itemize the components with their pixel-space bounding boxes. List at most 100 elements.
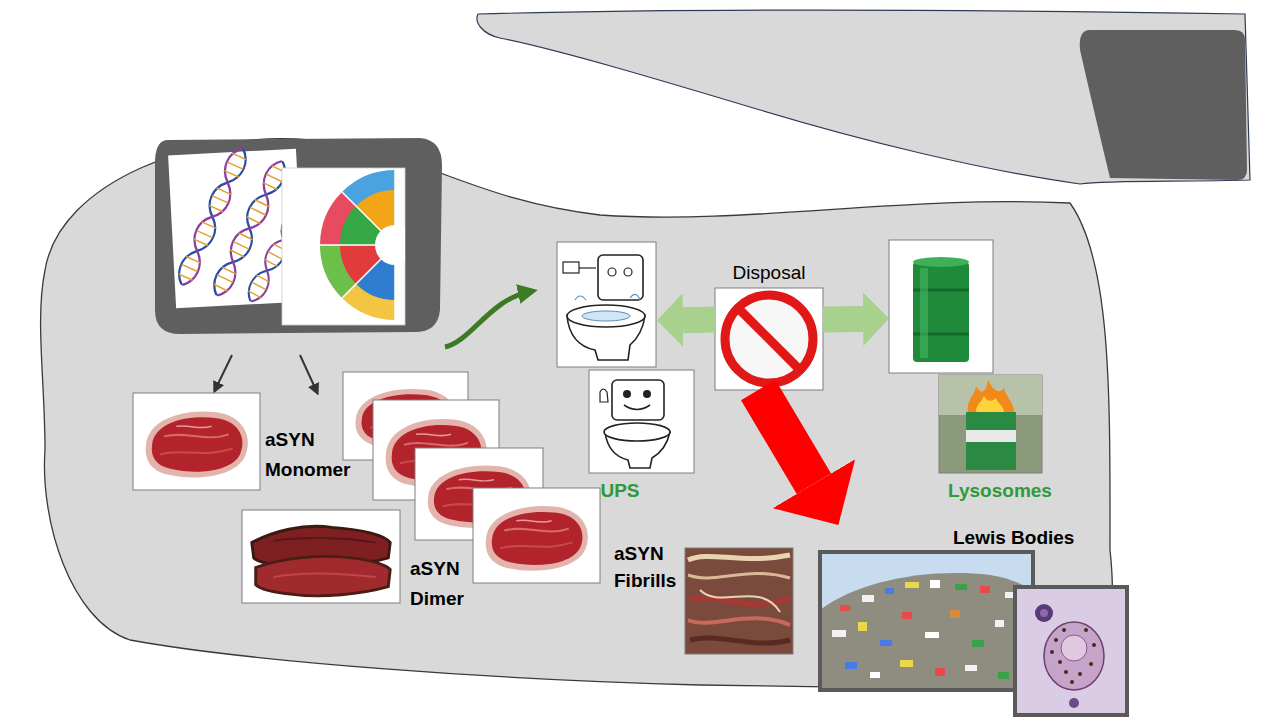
fibril-strand — [688, 618, 790, 625]
fibril-strand — [688, 573, 790, 578]
pigment-dot — [1054, 638, 1058, 642]
garbage-bit — [965, 665, 977, 671]
photo-frame — [939, 375, 1042, 473]
node-label: UPS — [590, 480, 650, 502]
garbage-bit — [925, 632, 939, 638]
node-label: Disposal — [715, 262, 823, 284]
image-label-box: aSYN Monomer — [133, 393, 368, 490]
garbage-bit — [935, 668, 945, 676]
toilet-picture — [589, 370, 694, 473]
photo-frame — [133, 393, 260, 490]
photo-frame — [473, 488, 600, 583]
axon — [477, 10, 1250, 184]
toilet-seat — [567, 305, 645, 327]
barrel-body — [966, 412, 1016, 470]
barrel-top — [913, 257, 969, 267]
image-label-box: Disposal — [715, 262, 823, 390]
image-label-box: Lysosomes — [889, 240, 1042, 502]
axon-terminal — [1080, 30, 1247, 180]
cell-body — [41, 139, 1113, 690]
garbage-bit — [930, 580, 940, 588]
photo-frame — [715, 288, 823, 390]
pigment-dot — [1058, 660, 1062, 664]
dna-picture — [168, 145, 415, 325]
toilet-water — [582, 311, 630, 321]
pigment-dots — [1050, 628, 1096, 684]
garbage-bit — [870, 672, 880, 678]
flow-arrow — [758, 390, 814, 484]
toilet-eye — [624, 268, 632, 276]
flame — [968, 380, 1014, 412]
barrel-shine — [920, 268, 928, 358]
paper-roll — [563, 262, 579, 273]
image-label-box: aSYN Fibrills — [614, 538, 795, 655]
toilet-smile — [624, 405, 650, 410]
pigment-dot — [1062, 628, 1066, 632]
nucleus — [155, 138, 442, 334]
fibril-strand — [690, 638, 790, 643]
toilet-picture — [557, 242, 656, 367]
fibril-strand — [700, 590, 780, 612]
garbage-bits — [832, 580, 1027, 679]
photo-frame — [242, 510, 400, 603]
flow-arrow — [683, 307, 715, 334]
node-label: Lewis Bodies — [953, 527, 1103, 549]
fibrils-picture — [685, 548, 793, 654]
garbage-picture — [820, 552, 1033, 690]
photo-background — [1015, 587, 1127, 715]
garbage-bit — [955, 584, 967, 590]
flame — [976, 396, 1004, 412]
fibril-strand — [690, 598, 790, 605]
garbage-bit — [862, 595, 874, 602]
garbage-bit — [832, 630, 846, 637]
burning-barrel-picture — [939, 375, 1042, 473]
sign-ring — [725, 295, 813, 383]
lewy-body — [1061, 635, 1087, 661]
garbage-bit — [998, 672, 1009, 679]
pigment-dot — [1070, 680, 1074, 684]
image-label-box: Lewis Bodies — [820, 525, 1127, 715]
garbage-heap — [820, 573, 1033, 690]
garbage-bit — [995, 620, 1004, 627]
pigment-dot — [1089, 662, 1093, 666]
garbage-bit — [972, 640, 984, 647]
node-label: Lysosomes — [940, 480, 1060, 502]
thumb-up — [600, 389, 608, 402]
photo-frame — [685, 548, 793, 654]
toilet-tank — [612, 380, 664, 420]
dna-helix — [209, 157, 291, 300]
garbage-bit — [980, 586, 990, 593]
toilet-eye — [608, 268, 616, 276]
garbage-bit — [858, 622, 867, 631]
pigment-dot — [1064, 670, 1068, 674]
cell-nucleus — [1069, 698, 1079, 708]
barrel-body — [913, 262, 969, 362]
prohibition-sign — [715, 288, 823, 390]
pigment-dot — [1050, 650, 1054, 654]
dna-helix — [174, 145, 252, 289]
water-splash — [575, 294, 640, 300]
node-label: aSYN Monomer — [265, 425, 365, 485]
garbage-bit — [950, 610, 960, 618]
garbage-bit — [840, 605, 850, 611]
photo-frame — [589, 370, 694, 473]
codon-wheel — [320, 170, 405, 320]
garbage-bit — [845, 662, 857, 669]
monomer-steak — [146, 411, 248, 477]
node-label: aSYN Dimer — [410, 554, 490, 614]
photo-background — [939, 375, 1042, 415]
transport-arrow — [445, 292, 528, 347]
micrograph — [1015, 587, 1127, 715]
pigment-dot — [1092, 643, 1096, 647]
wheel-divider — [320, 170, 395, 320]
dimer-steak — [252, 526, 390, 595]
fibril-strand — [688, 555, 790, 560]
toilet-eye — [623, 390, 631, 398]
photo-sky — [820, 552, 1033, 690]
toilet-tank — [598, 255, 643, 300]
garbage-bit — [905, 582, 919, 588]
pigment-dot — [1078, 672, 1082, 676]
